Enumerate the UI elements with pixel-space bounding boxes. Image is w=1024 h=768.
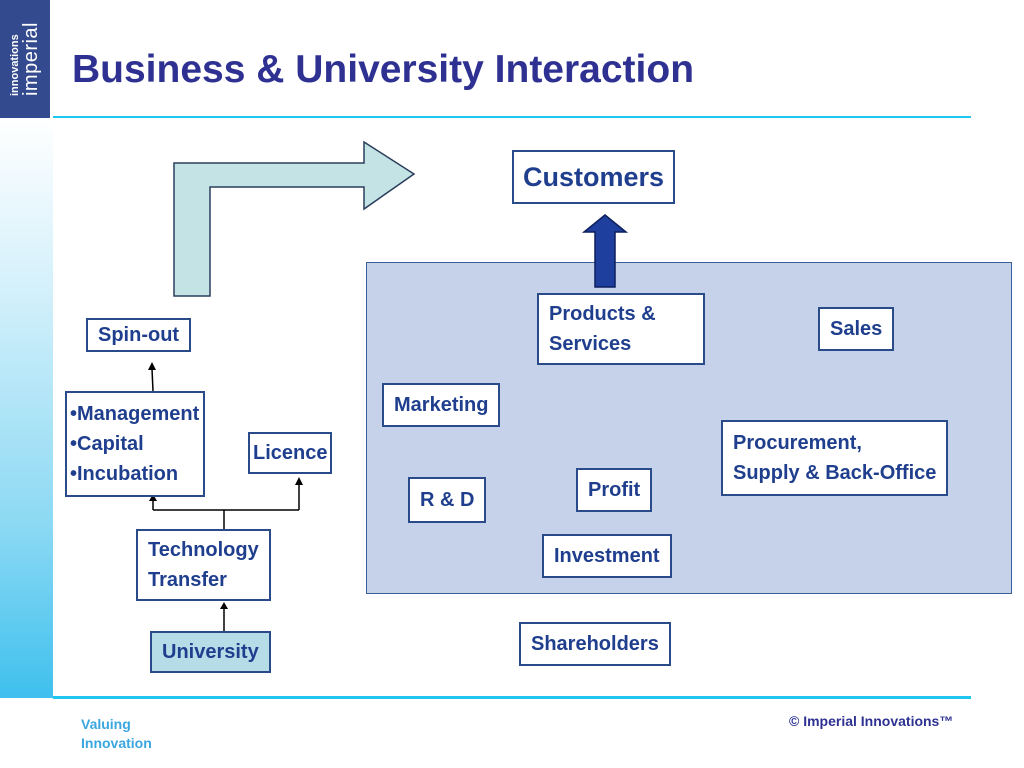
slide-title: Business & University Interaction <box>72 48 695 91</box>
title-divider <box>53 116 971 118</box>
big-bent-arrow <box>173 140 416 297</box>
spin-out-box: Spin-out <box>86 318 192 352</box>
r-and-d-box: R & D <box>408 477 487 523</box>
arrowhead-tt <box>220 602 228 609</box>
procurement-line-2: Supply & Back-Office <box>733 462 937 484</box>
profit-box: Profit <box>576 468 653 512</box>
list-item-capital: •Capital <box>70 433 144 455</box>
technology-transfer-box: Technology Transfer <box>136 529 271 601</box>
up-arrow-to-customers <box>581 214 629 288</box>
tt-line-2: Transfer <box>148 569 227 591</box>
list-item-management: •Management <box>70 403 200 425</box>
footer-divider <box>53 696 971 699</box>
management-list-box: •Management •Capital •Incubation <box>65 391 206 497</box>
imperial-innovations-logo: innovations imperial <box>0 0 50 118</box>
products-line-2: Services <box>549 333 632 355</box>
shareholders-box: Shareholders <box>519 622 671 666</box>
licence-box: Licence <box>248 432 333 474</box>
products-services-box: Products & Services <box>537 293 705 365</box>
footer-tagline-line-1: Valuing <box>81 716 131 732</box>
arrowhead-spinout <box>148 362 156 370</box>
side-gradient-strip <box>0 118 53 698</box>
university-box: University <box>150 631 271 673</box>
investment-box: Investment <box>542 534 672 578</box>
products-line-1: Products & <box>549 303 656 325</box>
sales-box: Sales <box>818 307 895 351</box>
footer-copyright: © Imperial Innovations™ <box>789 713 954 729</box>
list-item-incubation: •Incubation <box>70 463 179 485</box>
procurement-box: Procurement, Supply & Back-Office <box>721 420 949 496</box>
tt-line-1: Technology <box>148 539 259 561</box>
arrowhead-management <box>149 494 157 501</box>
footer-tagline: Valuing Innovation <box>81 715 152 753</box>
arrowhead-licence <box>295 477 303 485</box>
procurement-line-1: Procurement, <box>733 432 862 454</box>
connector-management-spinout <box>151 368 154 392</box>
marketing-box: Marketing <box>382 383 501 427</box>
customers-box: Customers <box>512 150 676 204</box>
footer-tagline-line-2: Innovation <box>81 735 152 751</box>
